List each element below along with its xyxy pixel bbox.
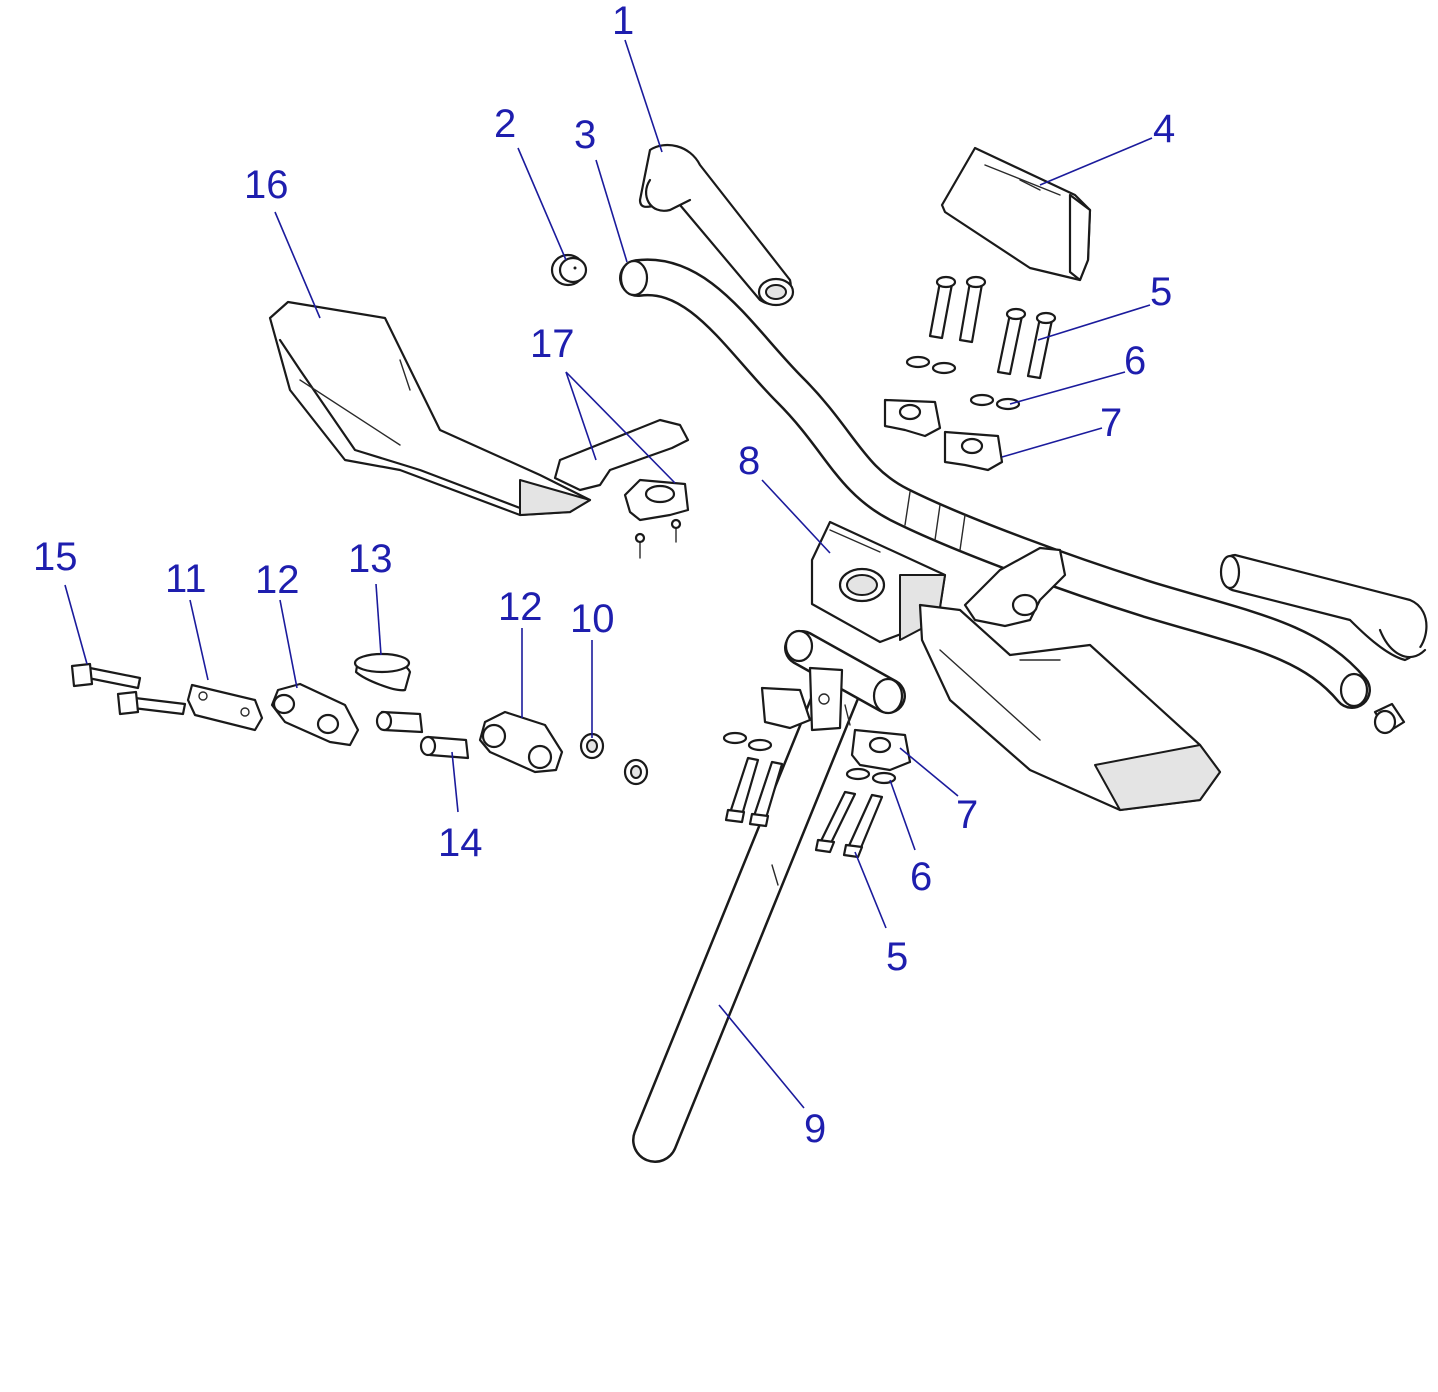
- part-bolts-upper: [928, 275, 1057, 380]
- part-clamp-12-left: [270, 682, 360, 747]
- part-bolts-lower: [724, 756, 884, 859]
- part-bolts-long: [70, 662, 187, 716]
- part-nuts: [579, 732, 649, 786]
- part-grip-right: [1219, 553, 1428, 662]
- callout-13: 13: [348, 537, 393, 581]
- part-grip-left: [638, 143, 795, 307]
- parts-artwork: [70, 143, 1428, 1163]
- part-mount-arm-left: [553, 418, 690, 559]
- callout-8: 8: [738, 439, 760, 483]
- part-bar-pad: [940, 146, 1092, 282]
- callout-10: 10: [570, 597, 615, 641]
- callout-4: 4: [1153, 107, 1175, 151]
- part-handlebar: [619, 258, 1371, 709]
- part-clamps-lower: [760, 686, 912, 772]
- callout-3: 3: [574, 113, 596, 157]
- callout-12-right: 12: [498, 585, 543, 629]
- part-spacers: [375, 710, 470, 760]
- part-handguard-left: [268, 300, 592, 517]
- part-clamp-12-right: [478, 710, 564, 774]
- part-clamps-upper: [883, 398, 1004, 472]
- callout-11: 11: [165, 557, 207, 601]
- part-washers-lower: [722, 731, 897, 785]
- part-steering-post: [632, 629, 906, 1163]
- part-handguard-right: [918, 603, 1222, 812]
- part-ring: [353, 652, 412, 692]
- callout-6-upper: 6: [1124, 339, 1146, 383]
- leader-lines: [64, 39, 1153, 1109]
- callout-labels: 1 2 3 4 5 6 7 8 16 17 15 11 12 13 12 10 …: [33, 0, 1175, 1151]
- callout-17: 17: [530, 322, 575, 366]
- part-end-cap-right: [1373, 702, 1406, 735]
- callout-16: 16: [244, 163, 289, 207]
- callout-9: 9: [804, 1107, 826, 1151]
- callout-5-upper: 5: [1150, 270, 1172, 314]
- part-mount-arm-right: [963, 546, 1067, 628]
- callout-2: 2: [494, 102, 516, 146]
- callout-7-lower: 7: [956, 793, 978, 837]
- part-plate: [186, 683, 264, 732]
- callout-7-upper: 7: [1100, 401, 1122, 445]
- part-washers-upper: [905, 355, 1021, 411]
- callout-14: 14: [438, 821, 483, 865]
- callout-15: 15: [33, 535, 78, 579]
- callout-5-lower: 5: [886, 935, 908, 979]
- part-end-cap-left: [550, 253, 588, 287]
- callout-1: 1: [612, 0, 634, 43]
- callout-12-left: 12: [255, 558, 300, 602]
- callout-6-lower: 6: [910, 855, 932, 899]
